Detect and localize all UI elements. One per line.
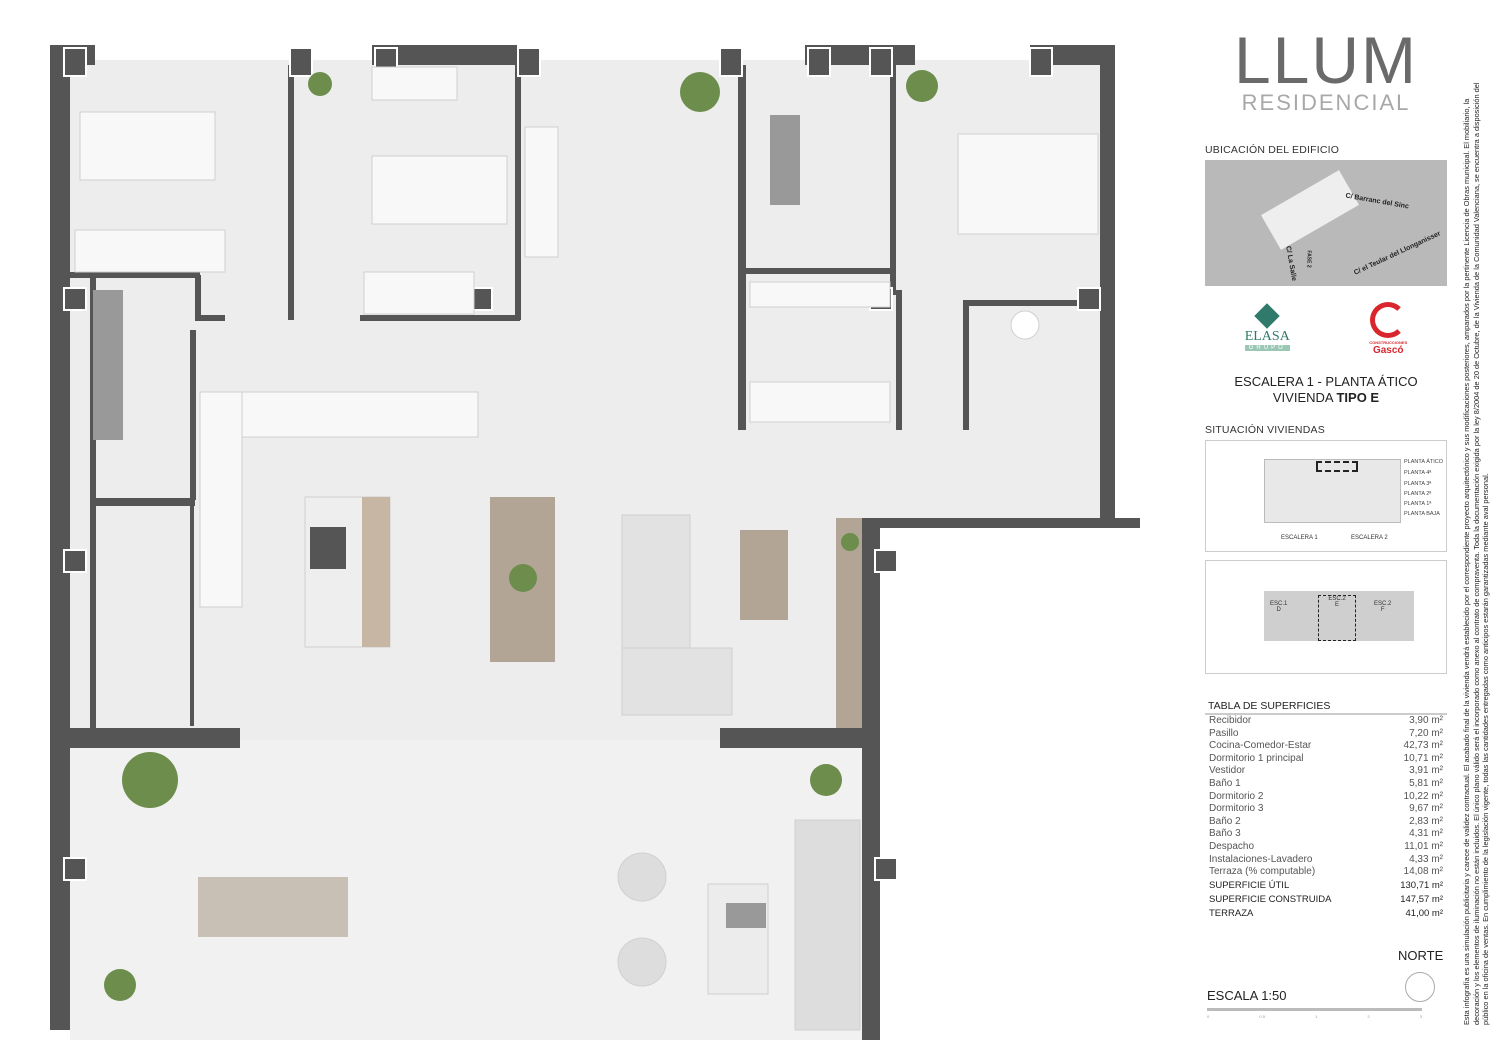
wardrobe — [74, 229, 226, 273]
north-compass-icon — [1405, 972, 1435, 1002]
terrace-table — [198, 877, 348, 937]
wardrobe — [363, 271, 475, 315]
side-table — [726, 903, 766, 928]
north-label: NORTE — [1398, 948, 1444, 963]
plants — [104, 70, 938, 1001]
armchair — [617, 937, 667, 987]
kitchen-counter — [199, 391, 479, 438]
terrace-sofa — [794, 819, 861, 1031]
desk — [524, 126, 559, 258]
llum-logo: LLUM RESIDENCIAL — [1233, 23, 1419, 115]
armchair — [617, 852, 667, 902]
elevation-diagram: PLANTA ÁTICO PLANTA 4ª PLANTA 3ª PLANTA … — [1205, 440, 1447, 552]
gasco-logo: CONSTRUCCIONES Gascó — [1369, 302, 1407, 356]
wardrobe — [749, 381, 891, 423]
kitchen-counter — [199, 391, 243, 608]
bed — [371, 155, 508, 225]
info-panel: LLUM RESIDENCIAL UBICACIÓN DEL EDIFICIO … — [1205, 23, 1447, 1019]
tv-unit — [836, 518, 862, 728]
surface-row: Terraza (% computable)14,08 m² — [1209, 866, 1443, 878]
island-wood — [362, 497, 390, 647]
location-heading: UBICACIÓN DEL EDIFICIO — [1205, 144, 1340, 156]
unit-title: ESCALERA 1 - PLANTA ÁTICO VIVIENDA TIPO … — [1234, 374, 1418, 405]
situation-heading: SITUACIÓN VIVIENDAS — [1205, 424, 1325, 436]
coffee-table — [740, 530, 788, 620]
cooktop — [310, 527, 346, 569]
disclaimer: Esta infografía es una simulación public… — [1462, 82, 1491, 1026]
scale-label: ESCALA 1:50 — [1207, 988, 1287, 1003]
furniture — [74, 66, 1099, 1031]
desk — [371, 66, 458, 101]
wardrobe — [749, 281, 891, 308]
elasa-logo: ELASA GRUPO — [1244, 303, 1290, 351]
scale-bar — [1207, 1008, 1422, 1011]
rug — [707, 883, 769, 995]
bed — [79, 111, 216, 181]
bed — [957, 133, 1099, 235]
floor-plan — [50, 45, 1140, 1040]
sofa — [621, 647, 733, 716]
partner-logos: ELASA GRUPO CONSTRUCCIONES Gascó — [1205, 294, 1447, 364]
location-map: C/ Barranc del Sinc C/ el Teular del Llo… — [1205, 160, 1447, 286]
